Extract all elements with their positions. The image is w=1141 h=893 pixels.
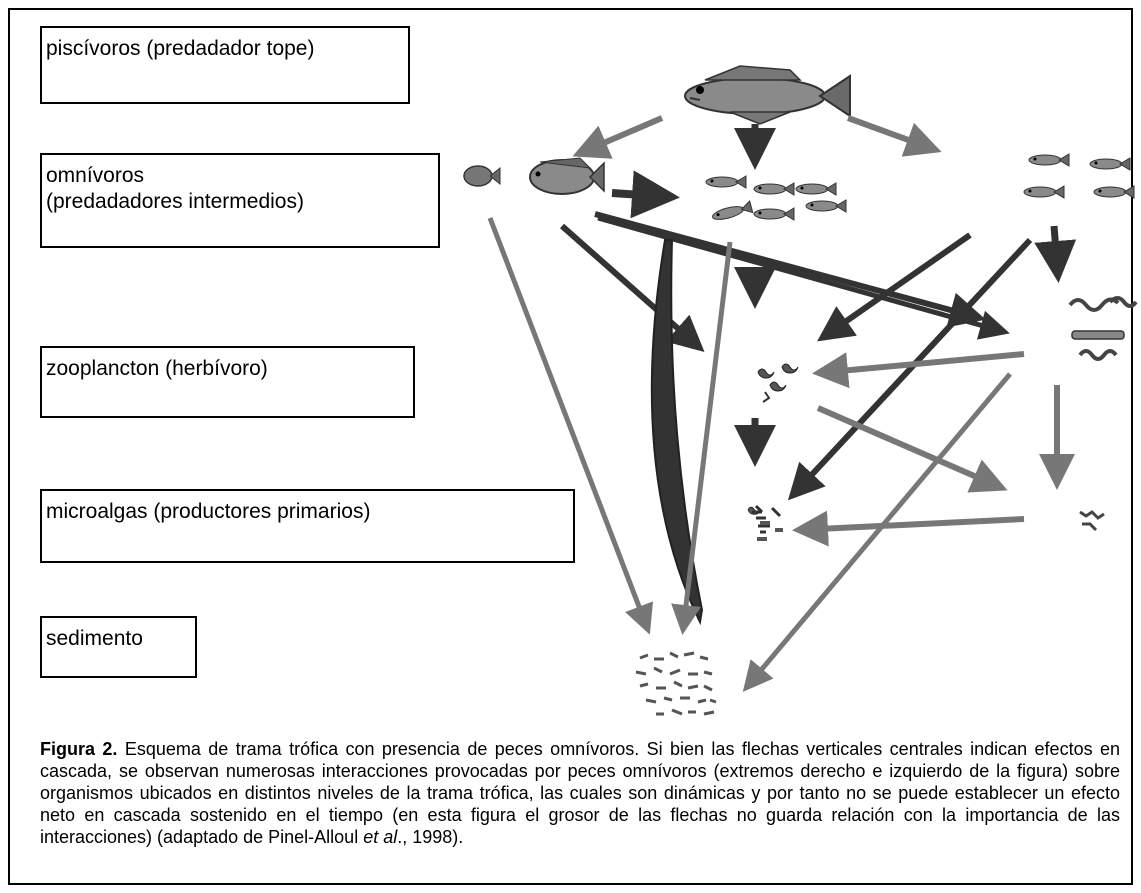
small-fish-school-center-icon [705,175,847,224]
arrow-omnivore-small-to-sediment [487,217,654,635]
microalgae-center-icon [747,504,783,541]
arrow-omnivore-to-zooplankton [560,223,705,352]
level-label-omnivoros-line1: omnívoros [46,164,145,187]
caption-text-part1: Esquema de trama trófica con presencia d… [40,739,1120,847]
level-box-omnivoros: omnívoros (predadadores intermedios) [40,153,440,248]
level-box-microalgas: microalgas (productores primarios) [40,489,575,563]
arrow-right-fish-to-zooplankton [817,232,972,342]
arrow-right-microalgae-to-microalgae [792,510,1025,547]
level-label-sedimento: sedimento [46,627,143,650]
sediment-particles-icon [635,651,717,716]
microalgae-right-icon [1079,510,1105,532]
arrow-right-fish-to-right-zooplankton [1034,225,1077,283]
level-label-microalgas: microalgas (productores primarios) [46,500,371,523]
omnivore-cichlid-large-icon [529,157,605,195]
arrow-right-fish-to-microalgae [787,237,1033,501]
caption-label: Figura 2. [40,739,118,759]
arrow-piscivore-to-right-fish [846,115,942,157]
caption-text-part2: ., 1998). [397,827,464,847]
zooplankton-organisms-icon [757,363,799,403]
arrow-omnivore-to-right-zooplankton-upper [594,211,986,328]
arrow-omnivore-to-center-fish [611,170,680,219]
arrow-right-zooplankton-to-sediment [742,372,1012,692]
arrow-zooplankton-to-right-microalgae [816,405,1008,493]
arrow-piscivore-to-omnivore-left [572,115,664,159]
zooplankton-chains-right-icon [1068,296,1138,361]
caption-etal: et al [363,827,398,847]
level-box-zooplancton: zooplancton (herbívoro) [40,346,415,418]
figure-caption: Figura 2. Esquema de trama trófica con p… [40,738,1120,848]
piscivore-fish-icon [684,65,851,125]
figure-frame [8,8,1133,885]
level-box-piscivoros: piscívoros (predadador tope) [40,26,410,104]
level-label-omnivoros-line2: (predadadores intermedios) [46,190,304,213]
level-box-sedimento: sedimento [40,616,197,678]
small-fish-school-right-icon [1023,153,1135,199]
omnivore-cichlid-small-icon [463,165,501,187]
arrow-omnivore-to-right-zooplankton-lower [597,215,1010,340]
level-label-zooplancton: zooplancton (herbívoro) [46,357,268,380]
arrow-center-to-sediment [671,241,733,635]
level-label-piscivoros: piscívoros (predadador tope) [46,37,315,60]
arrow-right-zooplankton-to-zooplankton [812,351,1025,389]
arrow-sediment-recycling-curved [650,239,704,626]
